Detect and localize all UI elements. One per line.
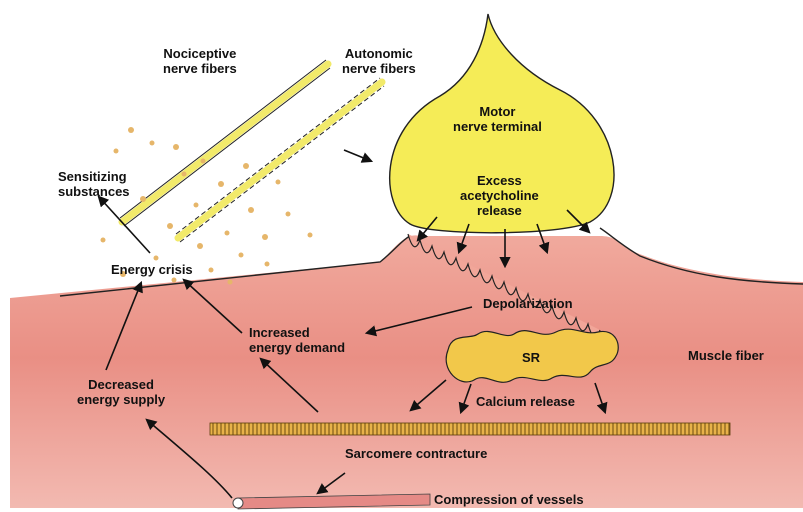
label-line: Nociceptive: [163, 46, 237, 61]
label-line: Motor: [453, 104, 542, 119]
label-line: Excess: [460, 173, 539, 188]
label-motor-nerve-terminal: Motor nerve terminal: [453, 104, 542, 134]
label-line: Autonomic: [342, 46, 416, 61]
label-sarcomere-contracture: Sarcomere contracture: [345, 446, 487, 461]
label-calcium-release: Calcium release: [476, 394, 575, 409]
autonomic-fiber: [178, 82, 382, 238]
arrow-to-terminal: [344, 150, 371, 161]
label-depolarization: Depolarization: [483, 296, 573, 311]
label-line: Sensitizing: [58, 169, 130, 184]
label-line: nerve fibers: [163, 61, 237, 76]
label-energy-crisis: Energy crisis: [111, 262, 193, 277]
label-line: nerve fibers: [342, 61, 416, 76]
label-line: release: [460, 203, 539, 218]
label-line: substances: [58, 184, 130, 199]
label-decreased-energy-supply: Decreased energy supply: [77, 377, 165, 407]
label-line: Energy crisis: [111, 262, 193, 277]
label-line: Muscle fiber: [688, 348, 764, 363]
sensitizing-dots: [101, 127, 313, 285]
label-nociceptive-fibers: Nociceptive nerve fibers: [163, 46, 237, 76]
label-line: nerve terminal: [453, 119, 542, 134]
label-line: Increased: [249, 325, 345, 340]
label-sensitizing-substances: Sensitizing substances: [58, 169, 130, 199]
sarcomere-band: [210, 423, 730, 435]
vessel-end: [233, 498, 243, 508]
label-line: Decreased: [77, 377, 165, 392]
label-line: energy supply: [77, 392, 165, 407]
label-line: acetycholine: [460, 188, 539, 203]
label-increased-energy-demand: Increased energy demand: [249, 325, 345, 355]
label-compression-of-vessels: Compression of vessels: [434, 492, 584, 507]
label-sr: SR: [522, 350, 540, 365]
label-line: Calcium release: [476, 394, 575, 409]
label-line: energy demand: [249, 340, 345, 355]
label-line: Sarcomere contracture: [345, 446, 487, 461]
label-line: SR: [522, 350, 540, 365]
label-line: Compression of vessels: [434, 492, 584, 507]
label-excess-ach: Excess acetycholine release: [460, 173, 539, 218]
label-line: Depolarization: [483, 296, 573, 311]
label-muscle-fiber: Muscle fiber: [688, 348, 764, 363]
label-autonomic-fibers: Autonomic nerve fibers: [342, 46, 416, 76]
